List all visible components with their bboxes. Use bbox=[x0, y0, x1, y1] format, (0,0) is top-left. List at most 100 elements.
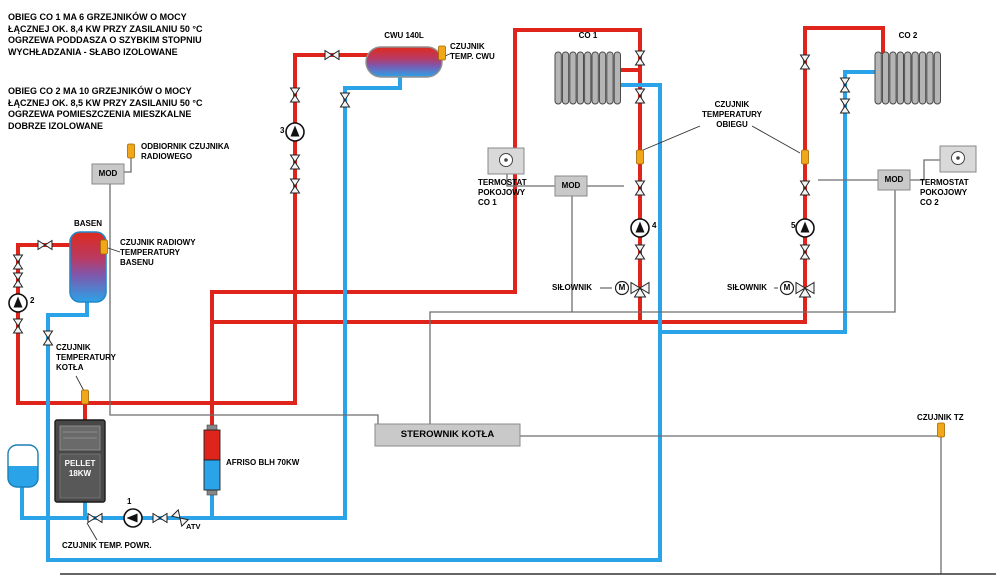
co2-column-valve-icon bbox=[800, 180, 810, 196]
pump-2-number: 2 bbox=[30, 296, 35, 305]
cwu-tank-label: CWU 140L bbox=[384, 31, 424, 40]
circuit-sensor-pointer-co1 bbox=[635, 125, 701, 154]
pointer-lines bbox=[75, 52, 801, 541]
pump-1-number: 1 bbox=[127, 497, 132, 506]
co2-radiator-label: CO 2 bbox=[898, 31, 918, 40]
pump-4-icon bbox=[630, 218, 650, 238]
basen-tank-label: BASEN bbox=[73, 219, 102, 228]
co2-column-valve2-icon bbox=[800, 244, 810, 260]
supply-pipes bbox=[16, 26, 885, 430]
mod-left-to-controller-wire bbox=[109, 184, 379, 424]
mod-left-label: MOD bbox=[98, 169, 118, 178]
co2-return-valve2-icon bbox=[840, 98, 850, 114]
boiler-temperature-sensor-icon bbox=[81, 389, 89, 405]
boiler-temp-sensor-label: CZUJNIK TEMPERATURY KOTŁA bbox=[56, 343, 116, 373]
cwu-valve-icon bbox=[290, 154, 300, 170]
co1-top-feed-pipe bbox=[513, 28, 642, 294]
pump-4-number: 4 bbox=[652, 221, 657, 230]
pellet-boiler bbox=[54, 419, 106, 503]
thermostat-co2-wire bbox=[910, 159, 940, 181]
receiver-to-mod-wire bbox=[124, 158, 132, 173]
cwu-return-valve-icon bbox=[340, 92, 350, 108]
boiler-controller-label: STEROWNIK KOTŁA bbox=[400, 429, 495, 440]
cwu-sensor-label: CZUJNIK TEMP. CWU bbox=[450, 42, 495, 62]
thermostat-co1-label: TERMOSTAT POKOJOWY CO 1 bbox=[478, 178, 527, 208]
pump-1-icon bbox=[123, 508, 143, 528]
boiler-controller-box bbox=[374, 423, 521, 447]
room-thermostat-co1 bbox=[487, 147, 525, 175]
co1-column-valve2-icon bbox=[635, 244, 645, 260]
cwu-feed-valve-icon bbox=[324, 50, 340, 60]
silownik-co1-label: SIŁOWNIK bbox=[552, 283, 592, 292]
return-pipes bbox=[20, 70, 877, 562]
tz-sensor-icon bbox=[937, 422, 945, 438]
pump-2-icon bbox=[8, 293, 28, 313]
mod-co2-label: MOD bbox=[884, 175, 904, 184]
cwu-temperature-sensor-icon bbox=[438, 45, 446, 61]
co1-actuator-m-label: M bbox=[618, 283, 626, 292]
basen-radio-sensor-icon bbox=[100, 239, 108, 255]
co1-radiator-label: CO 1 bbox=[578, 31, 598, 40]
co2-return-valve-icon bbox=[840, 77, 850, 93]
co1-column-valve-icon bbox=[635, 180, 645, 196]
silownik-co2-label: SIŁOWNIK bbox=[727, 283, 767, 292]
co2-actuator-m-label: M bbox=[783, 283, 791, 292]
boiler-label: PELLET 18KW bbox=[64, 459, 96, 479]
return-sensor-pointer bbox=[86, 522, 98, 541]
circuit-sensor-pointer-co2 bbox=[751, 125, 801, 154]
controller-to-mod-co2-wire bbox=[429, 190, 896, 424]
mod-co2-box bbox=[877, 169, 911, 191]
return-line-valve-icon bbox=[87, 513, 103, 523]
co1-radiator-valve2-icon bbox=[635, 88, 645, 104]
pump-3-icon bbox=[285, 122, 305, 142]
afriso-separator bbox=[203, 424, 221, 496]
thermostat-co2-label: TERMOSTAT POKOJOWY CO 2 bbox=[920, 178, 969, 208]
atv-label: ATV bbox=[186, 522, 201, 531]
basen-valve2-icon bbox=[13, 272, 23, 288]
mod-co1-label: MOD bbox=[561, 181, 581, 190]
boiler-sensor-pointer bbox=[75, 375, 85, 392]
pump-5-number: 5 bbox=[791, 221, 796, 230]
mod-co1-box bbox=[554, 175, 588, 197]
mod-left-box bbox=[91, 163, 125, 185]
cwu-return-pipe bbox=[343, 75, 402, 520]
signal-wires bbox=[60, 158, 996, 575]
cwu-check-valve-icon bbox=[290, 87, 300, 103]
radio-receiver-sensor-icon bbox=[127, 143, 135, 159]
basen-valve-icon bbox=[13, 254, 23, 270]
note-circuit-co2: OBIEG CO 2 MA 10 GRZEJNIKÓW O MOCY ŁĄCZN… bbox=[8, 86, 203, 131]
co1-radiator-valve-icon bbox=[635, 50, 645, 66]
room-thermostat-co2 bbox=[939, 145, 977, 173]
cwu-tank bbox=[365, 46, 443, 78]
co2-return-pipe bbox=[843, 70, 877, 334]
pump-5-icon bbox=[795, 218, 815, 238]
return-line-valve2-icon bbox=[152, 513, 168, 523]
basen-sensor-label: CZUJNIK RADIOWY TEMPERATURY BASENU bbox=[120, 238, 196, 268]
basen-sensor-pointer bbox=[107, 247, 121, 253]
cwu-sensor-pointer bbox=[444, 52, 453, 57]
circuit-temp-sensor-label: CZUJNIK TEMPERATURY OBIEGU bbox=[702, 100, 762, 130]
co2-radiator bbox=[874, 51, 941, 105]
cwu-valve2-icon bbox=[290, 178, 300, 194]
thermostat-co1-wire bbox=[506, 174, 555, 187]
pump-3-number: 3 bbox=[280, 126, 285, 135]
tz-sensor-label: CZUJNIK TZ bbox=[917, 413, 964, 422]
co1-circuit-temperature-sensor-icon bbox=[636, 149, 644, 165]
basen-return-valve-icon bbox=[43, 330, 53, 346]
return-temp-sensor-label: CZUJNIK TEMP. POWR. bbox=[62, 541, 152, 550]
co2-circuit-temperature-sensor-icon bbox=[801, 149, 809, 165]
separator-label: AFRISO BLH 70KW bbox=[226, 458, 300, 467]
co2-radiator-valve-icon bbox=[800, 54, 810, 70]
basen-supply-valve-icon bbox=[37, 240, 53, 250]
note-circuit-co1: OBIEG CO 1 MA 6 GRZEJNIKÓW O MOCY ŁĄCZNE… bbox=[8, 12, 203, 57]
co1-radiator bbox=[554, 51, 621, 105]
basen-return-pipe bbox=[46, 298, 89, 520]
basen-check-valve-icon bbox=[13, 318, 23, 334]
co2-actuator-m-icon bbox=[779, 280, 795, 296]
basen-tank bbox=[69, 231, 107, 303]
co2-top-feed-pipe bbox=[803, 26, 885, 54]
radio-receiver-label: ODBIORNIK CZUJNIKA RADIOWEGO bbox=[141, 142, 230, 162]
co1-actuator-m-icon bbox=[614, 280, 630, 296]
